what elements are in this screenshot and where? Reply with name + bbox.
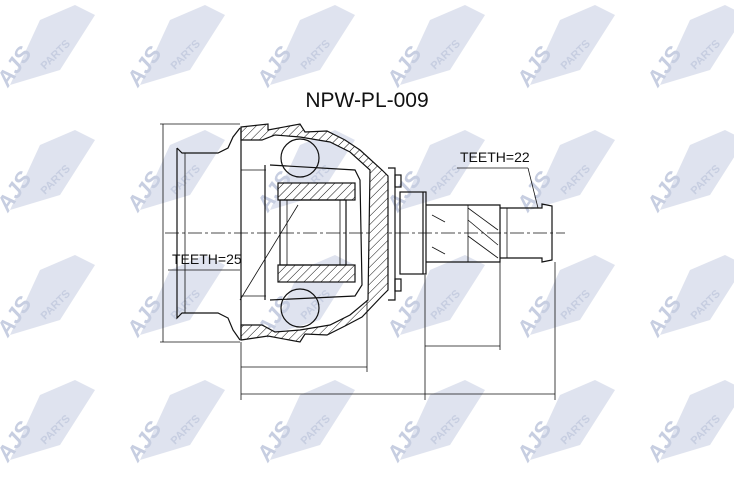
teeth-right-label: TEETH=22 xyxy=(460,149,530,165)
ball-bottom xyxy=(280,288,320,328)
joint-drawing xyxy=(160,123,565,400)
ajs-parts-watermark-logo xyxy=(511,255,615,342)
ajs-parts-watermark-logo xyxy=(0,5,96,92)
ajs-parts-watermark-logo xyxy=(121,255,225,342)
ajs-parts-watermark-logo xyxy=(511,5,615,92)
ball-top xyxy=(280,138,320,178)
watermark-layer xyxy=(0,5,734,467)
ajs-parts-watermark-logo xyxy=(511,130,615,217)
ajs-parts-watermark-logo xyxy=(0,380,96,467)
ajs-parts-watermark-logo xyxy=(121,130,225,217)
ajs-parts-watermark-logo xyxy=(251,5,355,92)
ajs-parts-watermark-logo xyxy=(381,130,485,217)
ajs-parts-watermark-logo xyxy=(641,255,734,342)
ajs-parts-watermark-logo xyxy=(641,5,734,92)
ajs-parts-watermark-logo xyxy=(381,5,485,92)
teeth-left-label: TEETH=25 xyxy=(172,251,242,267)
ajs-parts-watermark-logo xyxy=(381,255,485,342)
ajs-parts-watermark-logo xyxy=(0,255,96,342)
part-number-title: NPW-PL-009 xyxy=(305,89,428,112)
ajs-parts-watermark-logo xyxy=(0,130,96,217)
ajs-parts-watermark-logo xyxy=(251,380,355,467)
ajs-parts-watermark-logo xyxy=(511,380,615,467)
ajs-parts-watermark-logo xyxy=(641,130,734,217)
ajs-parts-watermark-logo xyxy=(121,380,225,467)
ajs-parts-watermark-logo xyxy=(381,380,485,467)
ajs-parts-watermark-logo xyxy=(641,380,734,467)
ajs-parts-watermark-logo xyxy=(121,5,225,92)
